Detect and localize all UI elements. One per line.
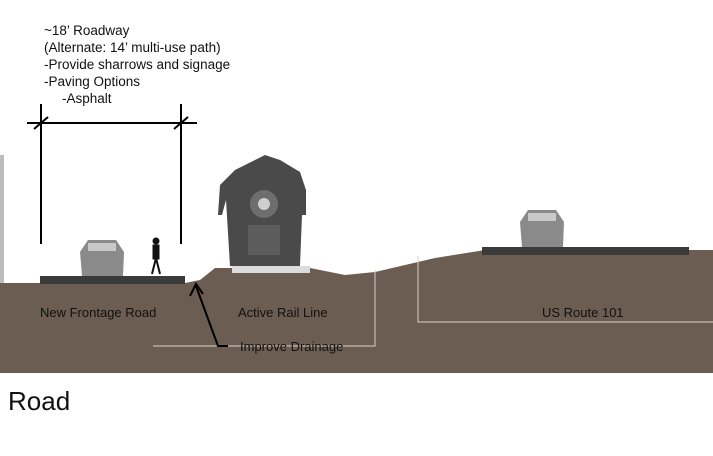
building-edge — [0, 155, 4, 283]
drainage-label: Improve Drainage — [240, 339, 344, 354]
asphalt-note: -Asphalt — [62, 91, 112, 106]
roadway-width-dimension — [27, 104, 197, 244]
roadway-width-note: ~18’ Roadway — [44, 23, 130, 38]
ground-profile — [0, 250, 713, 373]
car-icon — [520, 210, 564, 247]
frontage-road-pavement — [40, 276, 185, 284]
rail-bed — [232, 266, 310, 273]
us-route-label: US Route 101 — [542, 305, 624, 320]
roadway-alternate-note: (Alternate: 14’ multi-use path) — [44, 40, 221, 55]
sharrows-note: -Provide sharrows and signage — [44, 57, 231, 72]
us-route-pavement — [482, 247, 689, 255]
locomotive-icon — [218, 155, 306, 266]
rail-line-label: Active Rail Line — [238, 305, 328, 320]
cyclist-icon — [151, 237, 161, 275]
frontage-road-label: New Frontage Road — [40, 305, 157, 320]
caption-title: Road — [8, 386, 71, 416]
paving-options-note: -Paving Options — [44, 74, 141, 89]
car-icon — [80, 240, 124, 276]
drainage-arrow — [189, 282, 228, 347]
